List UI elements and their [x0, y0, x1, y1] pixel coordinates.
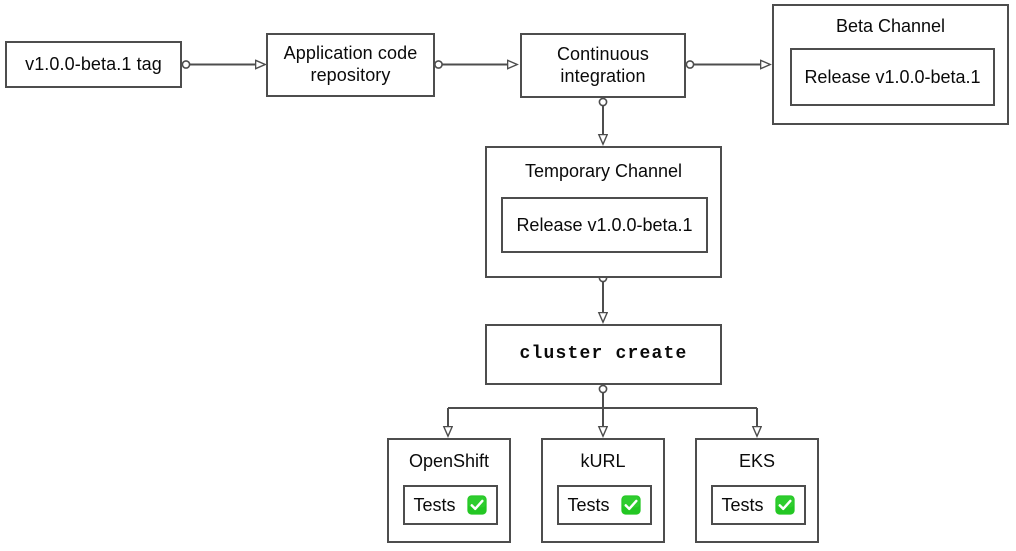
node-temporary-channel[interactable]: Temporary Channel Release v1.0.0-beta.1 [485, 146, 722, 278]
node-kurl[interactable]: kURL Tests [541, 438, 665, 543]
temporary-channel-release-box[interactable]: Release v1.0.0-beta.1 [501, 197, 708, 253]
node-beta-channel[interactable]: Beta Channel Release v1.0.0-beta.1 [772, 4, 1009, 125]
openshift-tests-label: Tests [413, 494, 456, 515]
beta-channel-release-label: Release v1.0.0-beta.1 [804, 66, 981, 87]
kurl-title: kURL [580, 451, 626, 471]
edge-tag-to-repo [181, 61, 265, 68]
openshift-title: OpenShift [408, 451, 490, 471]
edge-cluster-create-branch [448, 384, 757, 436]
node-openshift[interactable]: OpenShift Tests [387, 438, 511, 543]
white-check-mark-icon [620, 494, 642, 516]
node-tag-label: v1.0.0-beta.1 tag [25, 53, 162, 74]
ci-label-line-1: Continuous [556, 43, 650, 64]
white-check-mark-icon [774, 494, 796, 516]
edge-ci-to-temporary-channel [599, 97, 606, 144]
node-cluster-create-label: cluster create [519, 343, 688, 364]
beta-channel-release-box[interactable]: Release v1.0.0-beta.1 [790, 48, 995, 106]
openshift-tests-box[interactable]: Tests [403, 485, 498, 525]
node-application-code-repository[interactable]: Application code repository [266, 33, 435, 97]
node-application-code-repository-label: Application code repository [284, 43, 418, 87]
eks-tests-box[interactable]: Tests [711, 485, 806, 525]
temporary-channel-release-label: Release v1.0.0-beta.1 [516, 214, 693, 235]
kurl-tests-label: Tests [567, 494, 610, 515]
node-cluster-create[interactable]: cluster create [485, 324, 722, 385]
edge-ci-to-beta-channel [685, 61, 770, 68]
repo-label-line-1: Application code [283, 43, 418, 64]
kurl-tests-box[interactable]: Tests [557, 485, 652, 525]
beta-channel-title: Beta Channel [835, 16, 946, 36]
eks-tests-label: Tests [721, 494, 764, 515]
repo-label-line-2: repository [310, 65, 391, 85]
node-eks[interactable]: EKS Tests [695, 438, 819, 543]
edge-repo-to-ci [434, 61, 517, 68]
eks-title: EKS [738, 451, 776, 471]
temporary-channel-title: Temporary Channel [524, 161, 683, 181]
node-tag[interactable]: v1.0.0-beta.1 tag [5, 41, 182, 88]
ci-label-line-2: integration [560, 65, 646, 86]
node-continuous-integration[interactable]: Continuous integration [520, 33, 686, 98]
edge-temporary-channel-to-cluster-create [599, 273, 606, 322]
white-check-mark-icon [466, 494, 488, 516]
node-continuous-integration-label: Continuous integration [557, 44, 649, 88]
